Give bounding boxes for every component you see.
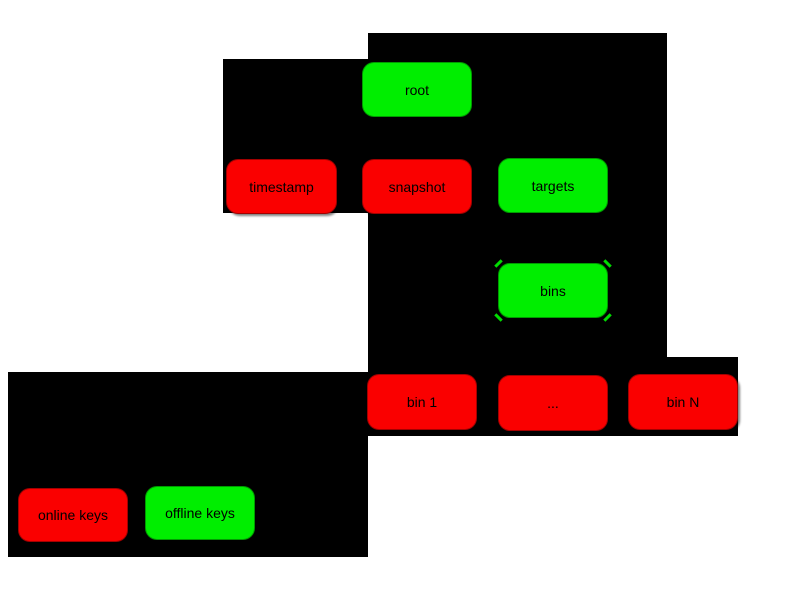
- node-bin-n[interactable]: bin N: [628, 374, 738, 430]
- node-label: bin N: [666, 394, 700, 410]
- node-targets[interactable]: targets: [498, 158, 608, 213]
- node-bin-1[interactable]: bin 1: [367, 374, 477, 430]
- node-label: targets: [531, 177, 575, 194]
- node-snapshot[interactable]: snapshot: [362, 159, 472, 214]
- node-bin-ellipsis[interactable]: ...: [498, 375, 608, 431]
- node-offline-keys[interactable]: offline keys: [145, 486, 255, 540]
- node-online-keys[interactable]: online keys: [18, 488, 128, 542]
- node-label: ...: [547, 395, 559, 411]
- node-label: bins: [540, 282, 566, 299]
- node-root[interactable]: root: [362, 62, 472, 117]
- node-label: bin 1: [406, 394, 438, 410]
- node-label: timestamp: [249, 178, 314, 195]
- node-label: snapshot: [388, 178, 446, 195]
- node-label: root: [404, 81, 430, 98]
- node-label: offline keys: [165, 505, 235, 521]
- node-label: online keys: [37, 507, 109, 523]
- node-bins[interactable]: bins: [494, 259, 612, 322]
- node-timestamp[interactable]: timestamp: [226, 159, 337, 214]
